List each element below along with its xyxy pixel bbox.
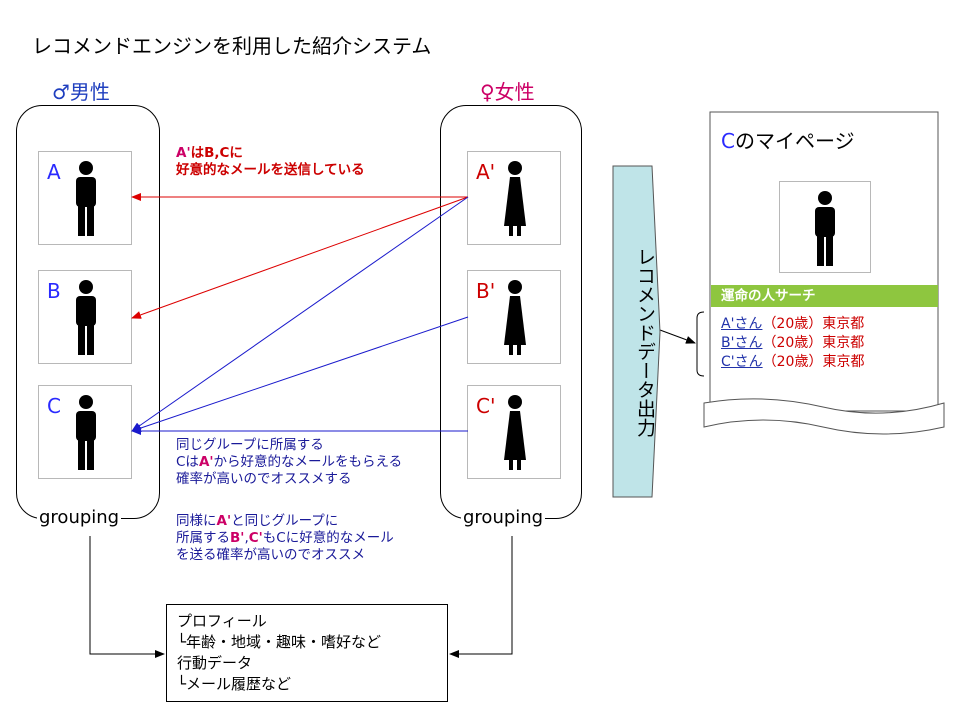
note-text: はB,Cに — [190, 145, 243, 161]
profile-line: プロフィール — [177, 612, 267, 630]
mypage-title-text: のマイページ — [734, 129, 855, 153]
recommend-output-arrow — [612, 165, 661, 498]
person-card-c-prime: C' — [467, 385, 561, 479]
destiny-search-bar: 運命の人サーチ — [711, 285, 938, 307]
profile-data-box: プロフィール └年齢・地域・趣味・嗜好など 行動データ └メール履歴など — [166, 604, 448, 702]
note-top: A'はB,Cに 好意的なメールを送信している — [176, 145, 365, 179]
result-item[interactable]: C'さん（20歳）東京都 — [721, 353, 864, 372]
mypage-photo — [779, 181, 871, 273]
mypage-title-letter: C — [721, 129, 735, 153]
note-text: から好意的なメールをもらえる — [213, 454, 403, 470]
person-letter: C' — [476, 394, 496, 418]
male-group-label: ♂男性 — [52, 80, 110, 104]
profile-line: └メール履歴など — [177, 675, 292, 693]
male-figure-icon — [76, 280, 96, 355]
note-bottom: 同様にA'と同じグループに 所属するB',C'もCに好意的なメール を送る確率が… — [176, 513, 394, 564]
diagram-title: レコメンドエンジンを利用した紹介システム — [32, 34, 432, 58]
mypage-frame — [703, 111, 945, 435]
highlight-c-prime: C' — [248, 530, 263, 546]
note-middle-line3: 確率が高いのでオススメする — [176, 471, 352, 487]
highlight-a-prime: A' — [176, 145, 191, 161]
note-middle: 同じグループに所属する CはA'から好意的なメールをもらえる 確率が高いのでオス… — [176, 437, 402, 488]
note-top-line1: A'はB,Cに — [176, 145, 365, 162]
highlight-a-prime: A' — [198, 454, 214, 470]
male-figure-icon — [76, 161, 96, 236]
arrow-a-prime-to-b — [131, 196, 469, 319]
male-grouping-label: grouping — [37, 507, 122, 528]
note-text: と同じグループに — [231, 513, 339, 529]
female-figure-icon — [504, 280, 526, 355]
mypage-title: Cのマイページ — [721, 125, 855, 154]
note-bottom-line1: 同様にA'と同じグループに — [176, 513, 394, 530]
connector-male-to-profile — [89, 536, 165, 658]
arrow-a-prime-to-c — [131, 196, 469, 432]
note-text: 同様に — [176, 513, 217, 529]
result-name-link[interactable]: B'さん — [721, 335, 763, 351]
person-card-b: B — [38, 270, 132, 364]
result-meta: （20歳）東京都 — [762, 354, 865, 370]
note-text: Cは — [176, 454, 199, 470]
result-name-link[interactable]: A'さん — [721, 316, 763, 332]
result-item[interactable]: A'さん（20歳）東京都 — [721, 315, 864, 334]
female-group-label: ♀女性 — [480, 80, 535, 104]
profile-line: 行動データ — [177, 654, 253, 672]
note-text: , — [244, 530, 249, 546]
person-letter: C — [47, 394, 61, 418]
note-top-line2: 好意的なメールを送信している — [176, 162, 365, 178]
connector-female-to-profile — [449, 536, 513, 658]
recommend-output-label: レコメンドデータ出力 — [634, 247, 656, 437]
person-card-a-prime: A' — [467, 151, 561, 245]
person-letter: A' — [476, 160, 496, 184]
note-middle-line1: 同じグループに所属する — [176, 437, 324, 453]
note-text: もCに好意的なメール — [262, 530, 394, 546]
person-card-b-prime: B' — [467, 270, 561, 364]
female-grouping-label: grouping — [461, 507, 546, 528]
note-middle-line2: CはA'から好意的なメールをもらえる — [176, 454, 402, 471]
female-figure-icon — [504, 395, 526, 470]
male-figure-icon — [815, 191, 835, 266]
profile-line: └年齢・地域・趣味・嗜好など — [177, 633, 382, 651]
person-letter: B — [47, 279, 61, 303]
note-text: 所属する — [176, 530, 230, 546]
note-bottom-line3: を送る確率が高いのでオススメ — [176, 547, 365, 563]
highlight-a-prime: A' — [216, 513, 232, 529]
search-results-list: A'さん（20歳）東京都 B'さん（20歳）東京都 C'さん（20歳）東京都 — [721, 315, 864, 372]
female-figure-icon — [504, 161, 526, 236]
person-card-c: C — [38, 385, 132, 479]
male-figure-icon — [76, 395, 96, 470]
person-letter: A — [47, 160, 61, 184]
result-meta: （20歳）東京都 — [762, 316, 865, 332]
person-card-a: A — [38, 151, 132, 245]
highlight-b-prime: B' — [230, 530, 245, 546]
arrow-reco-to-results — [659, 329, 696, 344]
result-item[interactable]: B'さん（20歳）東京都 — [721, 334, 864, 353]
result-meta: （20歳）東京都 — [762, 335, 865, 351]
results-brace — [696, 311, 705, 377]
person-letter: B' — [476, 279, 496, 303]
note-bottom-line2: 所属するB',C'もCに好意的なメール — [176, 530, 394, 547]
result-name-link[interactable]: C'さん — [721, 354, 763, 370]
arrow-b-prime-to-c — [131, 316, 469, 432]
